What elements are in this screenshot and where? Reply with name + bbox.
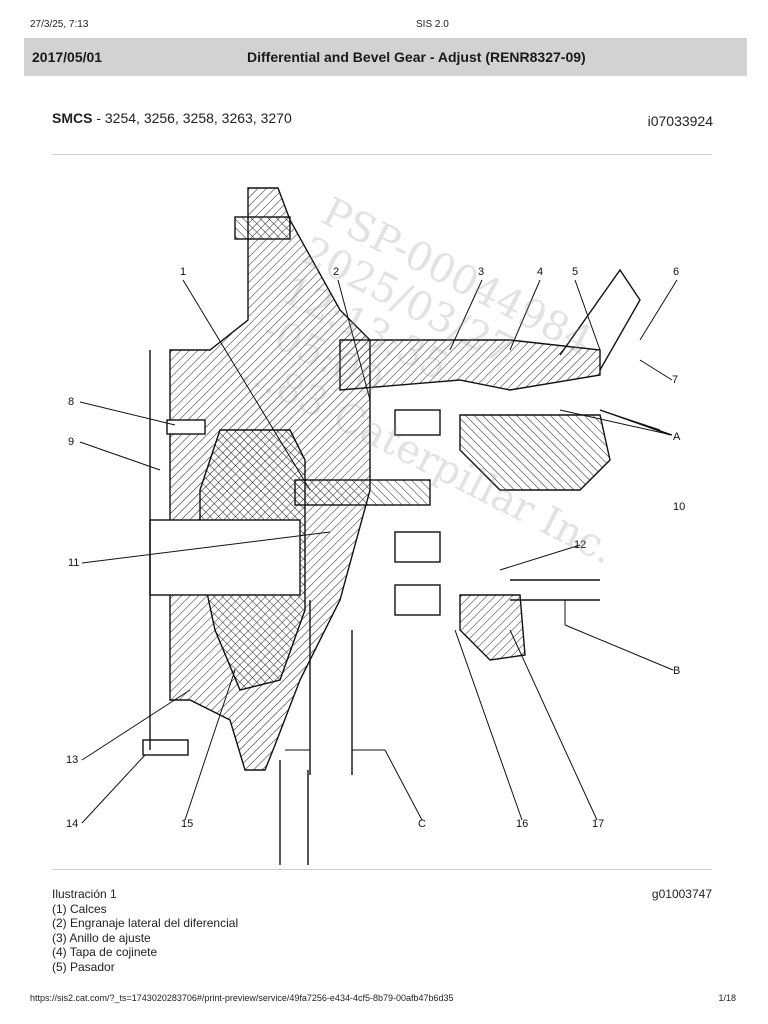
callout-4: 4 <box>537 266 543 278</box>
differential-illustration: 1 2 3 4 5 6 7 8 9 10 11 12 13 14 15 16 1… <box>66 187 685 865</box>
callout-14: 14 <box>66 818 78 830</box>
gear-parts <box>142 216 641 865</box>
callout-6: 6 <box>673 266 679 278</box>
page-number: 1/18 <box>718 993 736 1003</box>
title-bar: 2017/05/01 Differential and Bevel Gear -… <box>24 38 747 76</box>
smcs-label: SMCS <box>52 110 93 126</box>
print-url: https://sis2.cat.com/?_ts=1743020283706#… <box>30 993 454 1003</box>
smcs-line: SMCS - 3254, 3256, 3258, 3263, 3270 <box>52 110 292 126</box>
callout-7: 7 <box>672 374 678 386</box>
caption-item-3: (3) Anillo de ajuste <box>52 930 151 945</box>
caption-item-4: (4) Tapa de cojinete <box>52 945 158 960</box>
callout-16: 16 <box>516 818 528 830</box>
housing-section <box>169 187 611 771</box>
callout-17: 17 <box>592 818 604 830</box>
smcs-codes: - 3254, 3256, 3258, 3263, 3270 <box>92 110 292 126</box>
print-datetime: 27/3/25, 7:13 <box>30 19 89 30</box>
callout-B: B <box>673 665 680 677</box>
callout-12: 12 <box>574 539 586 551</box>
callout-15: 15 <box>181 818 193 830</box>
print-app-name: SIS 2.0 <box>416 19 449 30</box>
callout-11: 11 <box>68 557 79 569</box>
caption-item-1: (1) Calces <box>52 901 107 916</box>
callout-10: 10 <box>673 501 685 513</box>
callout-9: 9 <box>68 436 74 448</box>
callout-labels: 1 2 3 4 5 6 7 8 9 10 11 12 13 14 15 16 1… <box>66 266 685 830</box>
callout-A: A <box>673 431 681 443</box>
figure-caption: Ilustración 1 (1) Calces (2) Engranaje l… <box>52 887 238 975</box>
callout-C: C <box>418 818 426 830</box>
caption-title: Ilustración 1 <box>52 887 117 901</box>
page-title: Differential and Bevel Gear - Adjust (RE… <box>247 49 586 65</box>
callout-5: 5 <box>572 266 578 278</box>
document-id: i07033924 <box>647 113 713 129</box>
caption-item-2: (2) Engranaje lateral del diferencial <box>52 916 239 931</box>
publication-date: 2017/05/01 <box>32 49 103 65</box>
graphic-id: g01003747 <box>651 887 712 901</box>
divider-bottom <box>52 869 712 870</box>
callout-1: 1 <box>180 266 186 278</box>
callout-3: 3 <box>478 266 484 278</box>
leader-lines <box>79 279 678 824</box>
divider-top <box>52 154 712 155</box>
caption-item-5: (5) Pasador <box>52 959 115 974</box>
callout-2: 2 <box>333 266 339 278</box>
callout-13: 13 <box>66 754 78 766</box>
callout-8: 8 <box>68 396 74 408</box>
